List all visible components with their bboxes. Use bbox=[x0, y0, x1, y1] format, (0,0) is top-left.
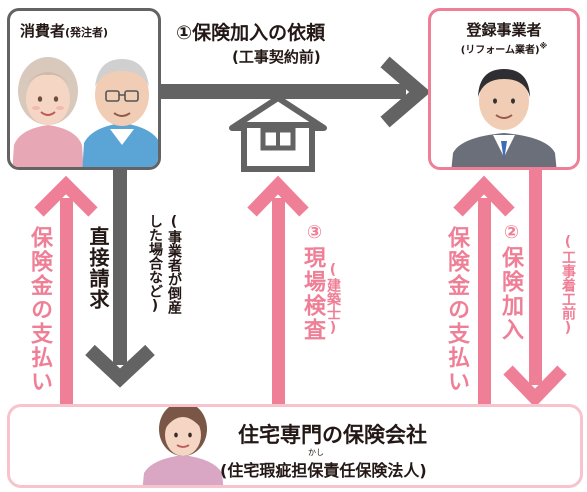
inspection-note: (建築士) bbox=[325, 262, 341, 336]
insurer-box: 住宅専門の保険会社 かし (住宅瑕疵担保責任保険法人) bbox=[7, 404, 583, 488]
contractor-box: 登録事業者 (リフォーム業者)※ bbox=[428, 8, 580, 170]
request-note: (工事契約前) bbox=[232, 48, 321, 66]
enroll-label: 保険加入 bbox=[498, 246, 523, 342]
enroll-note: (工事着工前) bbox=[560, 234, 576, 336]
asterisk-mark: ※ bbox=[539, 41, 548, 51]
house-icon bbox=[229, 95, 327, 172]
enroll-number: ② bbox=[501, 222, 522, 243]
consumer-note: (発注者) bbox=[65, 26, 109, 39]
request-label: ①保険加入の依頼 bbox=[176, 22, 326, 44]
direct-claim-note-line2: した場合など) bbox=[147, 214, 163, 314]
insurer-ruby: かし bbox=[308, 448, 324, 457]
enroll-arrow bbox=[503, 165, 567, 408]
contractor-title: 登録事業者 bbox=[466, 21, 542, 39]
inspection-number: ③ bbox=[304, 222, 325, 243]
direct-claim-label: 直接請求 bbox=[86, 226, 110, 310]
insurer-title: 住宅専門の保険会社 bbox=[238, 423, 427, 447]
insurer-subtitle: (住宅瑕疵担保責任保険法人) bbox=[220, 461, 427, 480]
contractor-note: (リフォーム業者) bbox=[460, 45, 540, 56]
payment-right-label: 保険金の支払い bbox=[444, 226, 469, 394]
insurer-illustration bbox=[142, 407, 224, 485]
request-arrow bbox=[150, 56, 431, 128]
payment-right-arrow bbox=[453, 175, 515, 410]
consumer-couple-illustration bbox=[12, 57, 158, 167]
payment-left-arrow bbox=[34, 175, 98, 410]
contractor-illustration bbox=[451, 69, 557, 167]
inspection-label: 現場検査 bbox=[300, 246, 325, 342]
direct-claim-note-line1: (事業者が倒産 bbox=[166, 214, 182, 314]
payment-left-label: 保険金の支払い bbox=[27, 226, 52, 394]
inspection-arrow bbox=[247, 175, 309, 410]
direct-claim-arrow bbox=[85, 165, 155, 388]
consumer-box: 消費者(発注者) bbox=[7, 8, 161, 170]
consumer-title: 消費者 bbox=[20, 22, 66, 40]
